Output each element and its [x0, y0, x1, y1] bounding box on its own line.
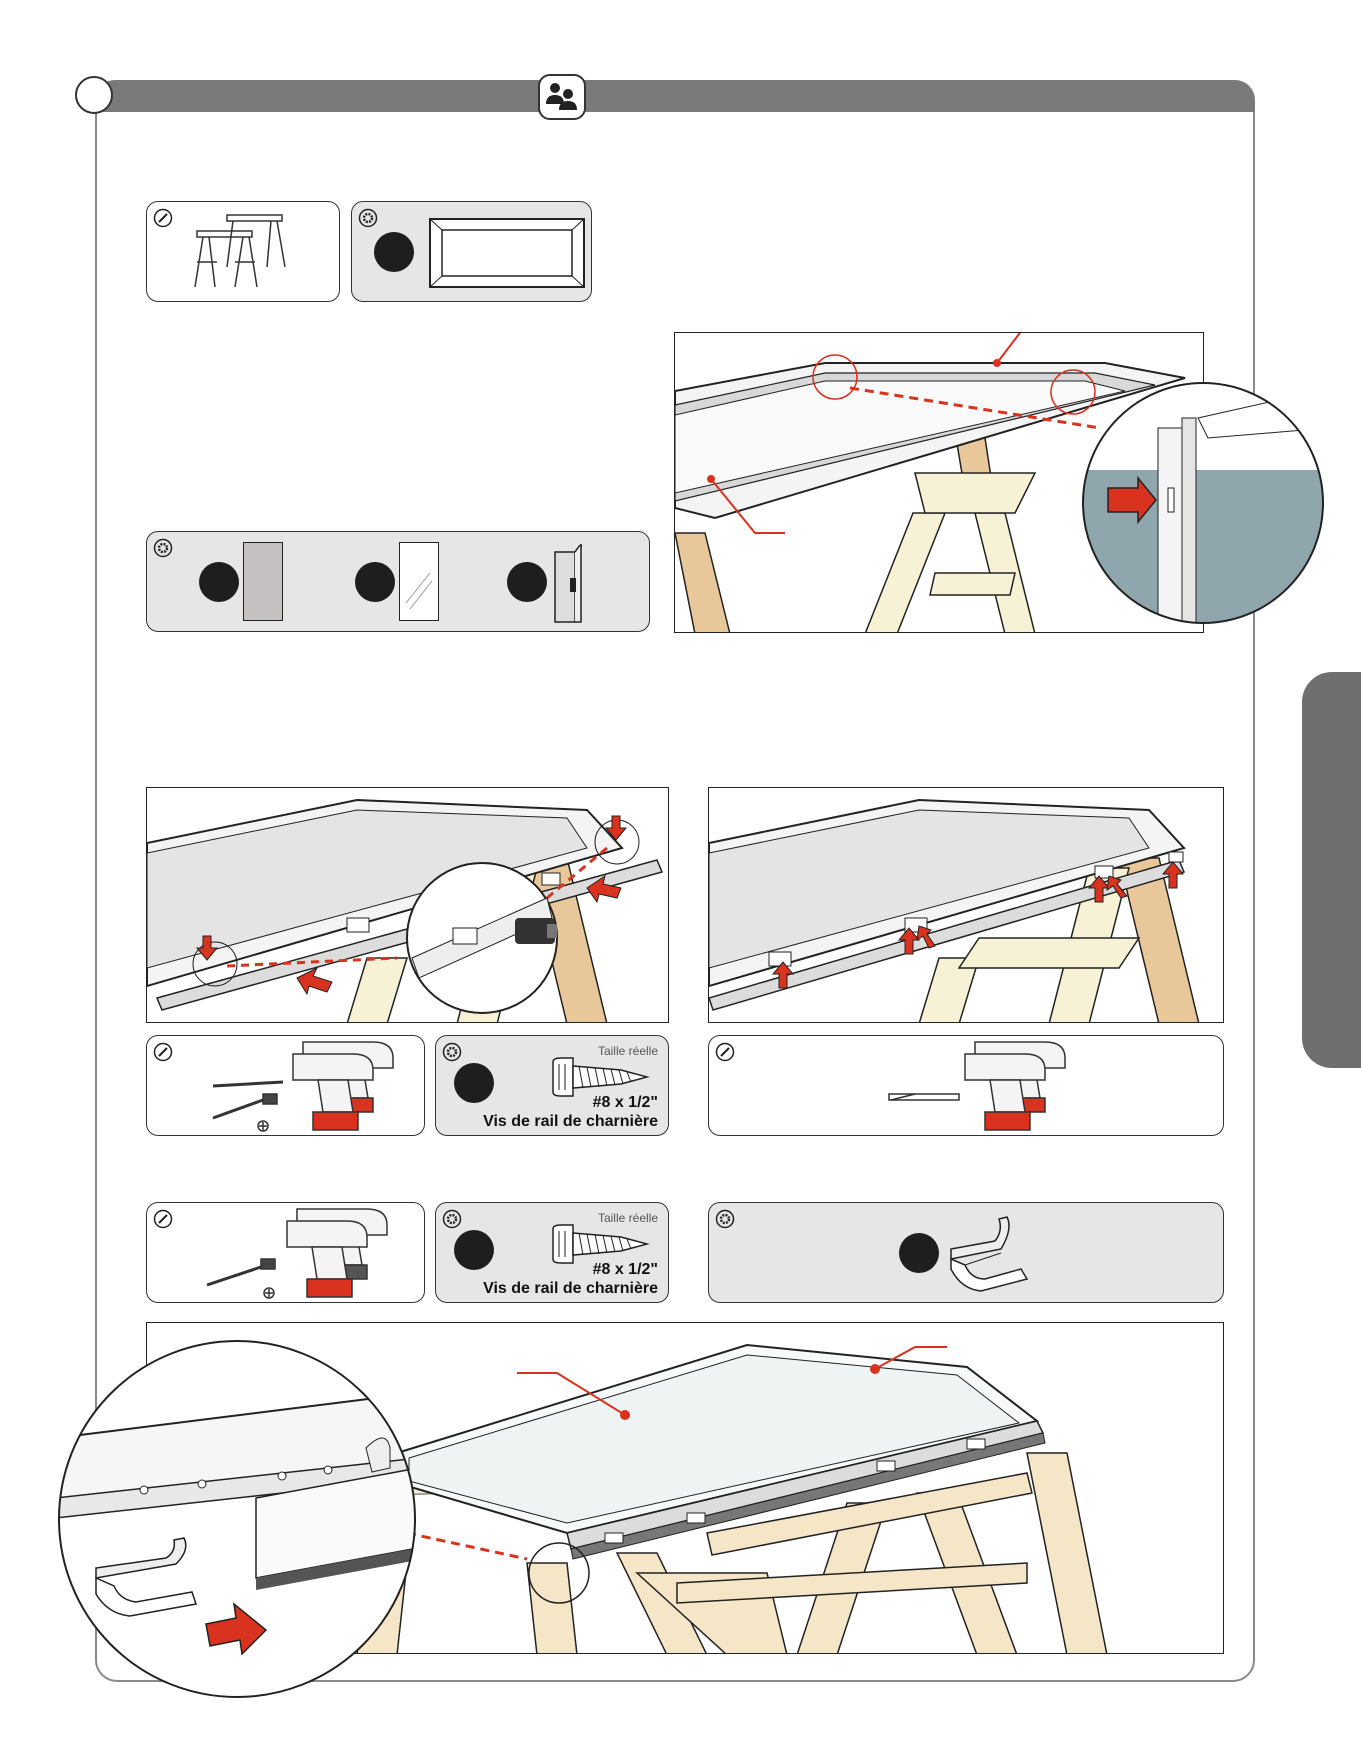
screw-size-label: #8 x 1/2" [593, 1094, 658, 1112]
tools-card-drill-bits [146, 1035, 425, 1136]
part-label-dot [199, 562, 239, 602]
panel-edge-channel-part [551, 538, 591, 626]
hardware-card-panels [146, 531, 650, 632]
screw-name-label: Vis de rail de charnière [483, 1113, 658, 1131]
rail-install-illustration-right [708, 787, 1224, 1023]
part-label-dot [899, 1233, 939, 1273]
wrench-icon [715, 1042, 735, 1062]
hinge-bracket-part [941, 1209, 1041, 1299]
wrench-icon [153, 208, 173, 228]
sawhorses-icon [187, 207, 307, 299]
bracket-zoom-detail-circle [56, 1338, 418, 1700]
screw-icon [551, 1223, 651, 1265]
step-number-circle [75, 76, 113, 114]
drill-and-bit-icon [885, 1038, 1085, 1134]
hardware-card-screws-1: Taille réelle #8 x 1/2" Vis de rail de c… [435, 1035, 669, 1136]
part-label-dot [507, 562, 547, 602]
two-people-icon [538, 74, 586, 120]
part-label-dot [355, 562, 395, 602]
part-label-dot [454, 1063, 494, 1103]
screw-icon [551, 1056, 651, 1098]
wrench-icon [153, 1042, 173, 1062]
gear-icon [442, 1042, 462, 1062]
clear-panel-part [399, 542, 439, 621]
hardware-card-screws-2: Taille réelle #8 x 1/2" Vis de rail de c… [435, 1202, 669, 1303]
drill-and-screwdriver-bit-icon [187, 1205, 407, 1301]
tools-card-sawhorses [146, 201, 340, 302]
screw-name-label: Vis de rail de charnière [483, 1280, 658, 1298]
part-label-dot [374, 232, 414, 272]
solid-panel-part [243, 542, 283, 621]
hardware-card-frame [351, 201, 592, 302]
step-header-bar [95, 80, 1255, 112]
hardware-card-bracket [708, 1202, 1224, 1303]
gear-icon [715, 1209, 735, 1229]
part-label-dot [454, 1230, 494, 1270]
window-frame-part [428, 217, 586, 289]
tools-card-screwdriver [146, 1202, 425, 1303]
rail-install-illustration-left [146, 787, 669, 1023]
gear-icon [442, 1209, 462, 1229]
drill-and-bits-icon [203, 1038, 423, 1134]
screw-size-label: #8 x 1/2" [593, 1261, 658, 1279]
zoom-detail-circle [1078, 378, 1328, 628]
section-side-tab [1302, 672, 1361, 1068]
wrench-icon [153, 1209, 173, 1229]
leader-line-top [994, 308, 1074, 338]
gear-icon [358, 208, 378, 228]
gear-icon [153, 538, 173, 558]
tools-card-drill [708, 1035, 1224, 1136]
